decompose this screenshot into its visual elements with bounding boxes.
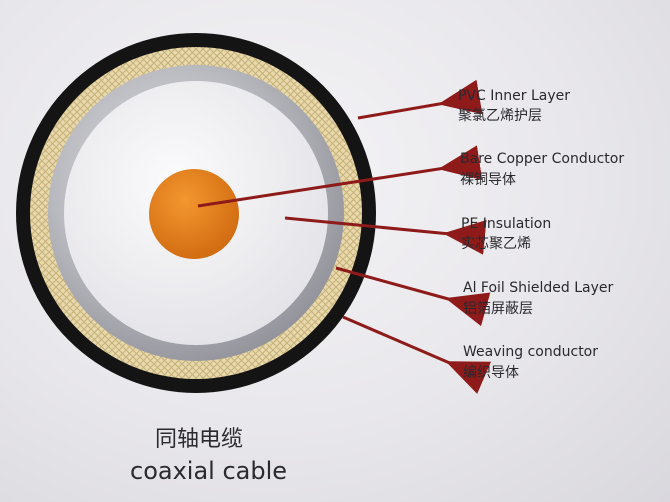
label-weaving-conductor-zh: 编织导体 xyxy=(463,365,519,381)
arrow-bare-copper-conductor xyxy=(197,145,483,208)
arrow-pvc-inner-layer xyxy=(357,79,483,120)
label-bare-copper-conductor-zh: 裸铜导体 xyxy=(460,172,516,188)
label-bare-copper-conductor-en: Bare Copper Conductor xyxy=(460,151,624,167)
arrow-al-foil-shielded-layer xyxy=(335,266,491,327)
label-pvc-inner-layer-zh: 聚氯乙烯护层 xyxy=(458,108,542,124)
diagram-caption: 同轴电缆 coaxial cable xyxy=(130,427,287,485)
label-al-foil-shielded-layer-zh: 铝箔屏蔽层 xyxy=(463,301,533,317)
cable-cross-section xyxy=(16,33,376,393)
label-pe-insulation-en: PE Insulation xyxy=(461,216,551,232)
label-pe-insulation-zh: 实芯聚乙烯 xyxy=(461,236,531,252)
arrow-weaving-conductor xyxy=(342,315,492,394)
label-pvc-inner-layer-en: PVC Inner Layer xyxy=(458,88,570,104)
label-al-foil-shielded-layer-en: Al Foil Shielded Layer xyxy=(463,280,614,296)
copper-core xyxy=(149,169,239,259)
caption-zh: 同轴电缆 xyxy=(155,427,243,452)
label-weaving-conductor-en: Weaving conductor xyxy=(463,344,598,360)
pointer-arrows xyxy=(197,79,492,394)
layer-labels: PVC Inner Layer 聚氯乙烯护层 Bare Copper Condu… xyxy=(458,88,624,381)
caption-en: coaxial cable xyxy=(130,457,287,485)
arrow-pe-insulation xyxy=(284,216,487,255)
